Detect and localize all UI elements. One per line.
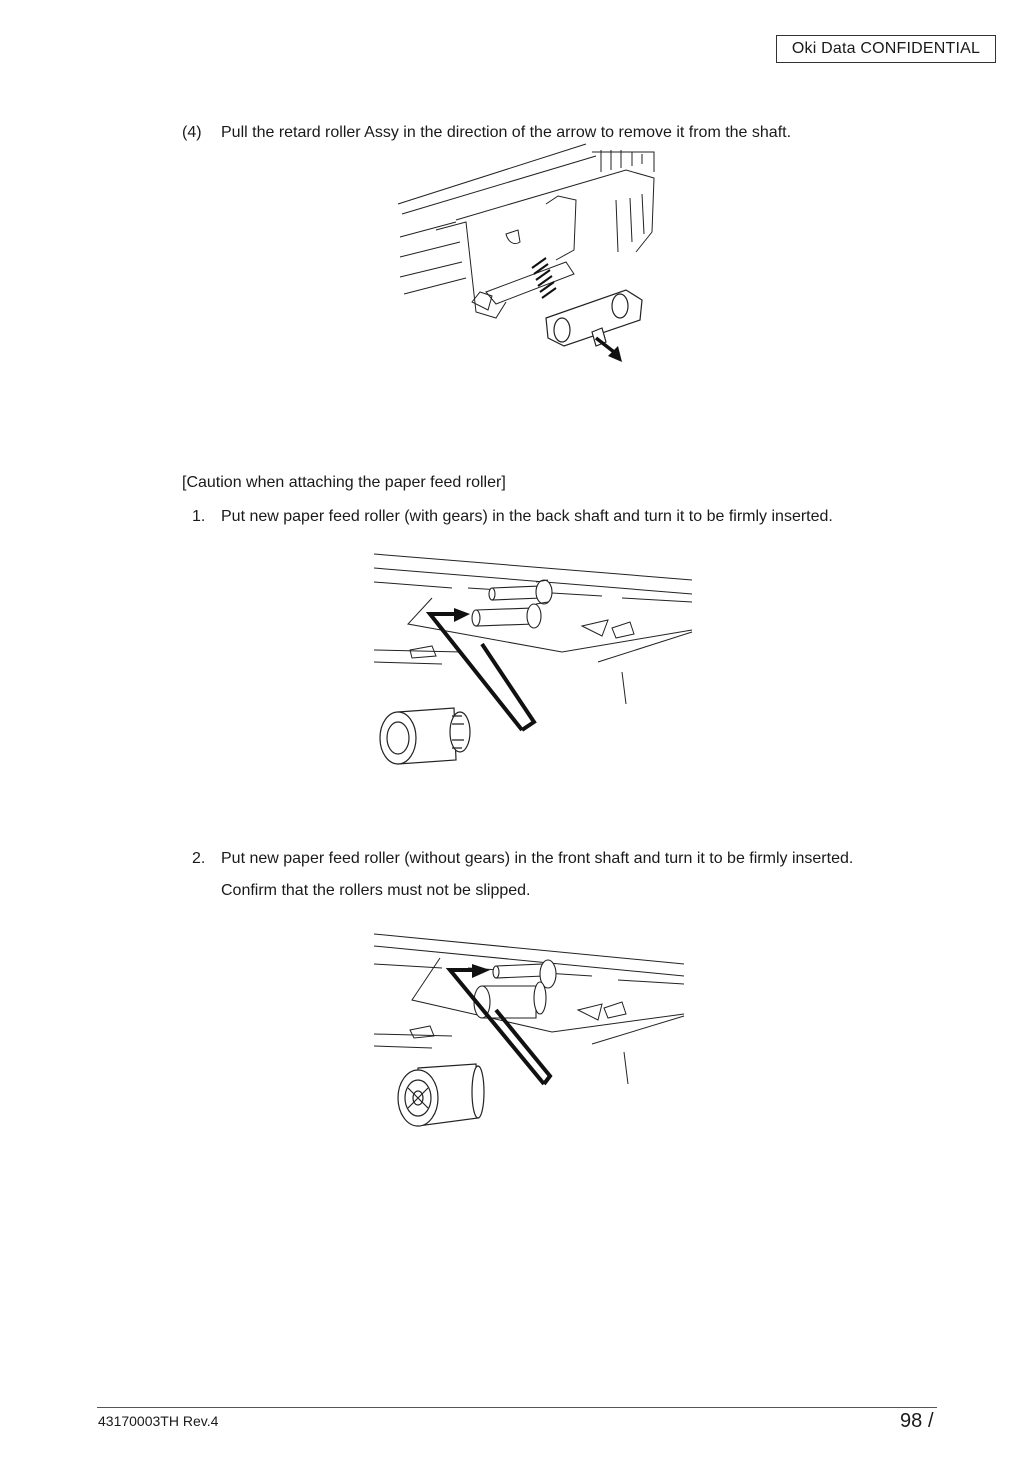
- caution-heading: [Caution when attaching the paper feed r…: [182, 474, 506, 491]
- caution-2-text-line-1: Put new paper feed roller (without gears…: [221, 850, 854, 867]
- roller-without-gears-front-shaft-illustration: [373, 933, 685, 1127]
- caution-2-number: 2.: [192, 850, 206, 867]
- footer-page-slash: /: [928, 1410, 934, 1432]
- footer-page-number: 98: [900, 1410, 923, 1432]
- footer-document-number: 43170003TH Rev.4: [98, 1413, 219, 1429]
- retard-roller-removal-illustration: [397, 143, 655, 362]
- caution-2-text-line-2: Confirm that the rollers must not be sli…: [221, 882, 531, 899]
- roller-with-gears-back-shaft-illustration: [373, 553, 693, 765]
- step-4-number: (4): [182, 124, 202, 141]
- caution-1-number: 1.: [192, 508, 206, 525]
- confidential-label: Oki Data CONFIDENTIAL: [776, 35, 996, 63]
- step-4-text: Pull the retard roller Assy in the direc…: [221, 124, 792, 141]
- footer-divider: [97, 1407, 937, 1408]
- caution-1-text: Put new paper feed roller (with gears) i…: [221, 508, 833, 525]
